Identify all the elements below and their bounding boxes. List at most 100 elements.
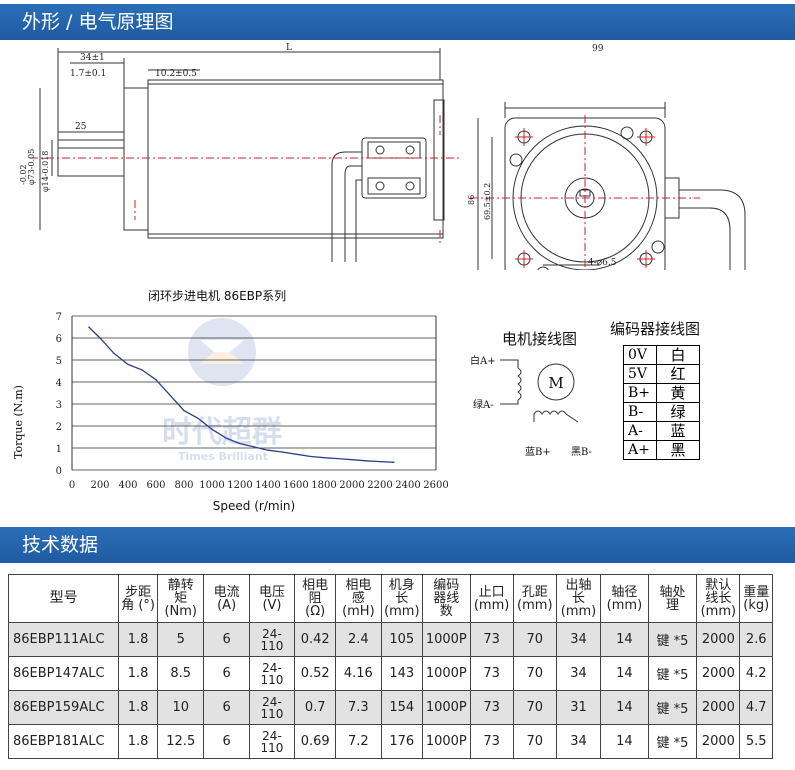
spec-cell: 1.8 [118, 690, 159, 725]
chart-y-tick-label: 1 [56, 444, 62, 455]
spec-cell: 73 [469, 724, 514, 759]
spec-cell: 14 [600, 690, 649, 725]
spec-cell: 1.8 [118, 724, 159, 759]
encoder-signal: 0V [623, 345, 657, 365]
spec-header-line: 长 [572, 591, 586, 606]
spec-cell: 73 [469, 622, 514, 657]
encoder-wire-color: 蓝 [656, 421, 700, 441]
spec-header-line: 孔距 [521, 584, 548, 600]
dim-99: 99 [592, 44, 604, 54]
spec-header-line: 重量 [743, 584, 770, 600]
spec-cell: 70 [512, 724, 557, 759]
chart-y-tick-label: 5 [56, 356, 62, 367]
section-header-specs: 技术数据 [0, 527, 795, 563]
spec-header-cell: 出轴长(mm) [555, 574, 602, 623]
section-header-outline: 外形 / 电气原理图 [0, 4, 795, 40]
spec-header-cell: 相电阻(Ω) [294, 574, 337, 623]
chart-x-tick-label: 2000 [339, 480, 364, 491]
spec-cell: 5.5 [739, 724, 773, 759]
spec-header-line: (Nm) [164, 604, 198, 619]
spec-cell: 6 [203, 656, 250, 691]
spec-header-cell: 机身长(mm) [380, 574, 424, 623]
spec-header-line: (mm) [517, 597, 553, 613]
chart-y-tick-label: 6 [56, 334, 62, 345]
spec-cell: 2000 [696, 622, 741, 657]
chart-x-tick-label: 1400 [255, 480, 280, 491]
spec-header-line: 静转 [167, 578, 194, 593]
spec-header-cell: 轴径(mm) [600, 574, 649, 623]
spec-cell: 31 [555, 690, 602, 725]
encoder-wire-color: 白 [656, 345, 700, 365]
encoder-signal: 5V [623, 364, 657, 384]
torque-curve-point [169, 394, 171, 396]
model-cell: 86EBP147ALC [7, 656, 120, 691]
spec-cell: 键 *5 [647, 656, 698, 691]
chart-xlabel: Speed (r/min) [213, 499, 295, 513]
spec-cell: 34 [555, 724, 602, 759]
spec-header-line: 数 [439, 604, 453, 619]
spec-header-line: 步距 [125, 584, 152, 600]
spec-cell: 73 [469, 656, 514, 691]
spec-header-line: (mm) [700, 604, 737, 619]
torque-curve-point [239, 443, 241, 445]
torque-curve-point [267, 449, 269, 451]
spec-cell: 1000P [422, 690, 471, 725]
dim-86: 86 [467, 195, 476, 205]
chart-ylabel: Torque (N.m) [12, 385, 25, 459]
spec-header-line: 电流 [213, 584, 240, 600]
encoder-wire-color: 黑 [656, 440, 700, 460]
spec-cell: 1000P [422, 656, 471, 691]
spec-header-line: (V) [262, 597, 282, 613]
spec-cell: 34 [555, 656, 602, 691]
spec-cell: 6 [203, 622, 250, 657]
spec-header-cell: 步距角 (°) [118, 574, 159, 623]
chart-y-tick-label: 4 [56, 378, 62, 389]
encoder-signal: A- [623, 421, 657, 441]
chart-x-tick-label: 800 [174, 480, 193, 491]
outline-drawing: 34±1 1.7±0.1 10.2±0.5 L 25 99 4-⌀6.5 φ73… [0, 40, 795, 280]
wiring-diagrams: 电机接线图 编码器接线图 白A+ 绿A- M 蓝B+ 黑B- [470, 282, 795, 522]
spec-cell: 176 [380, 724, 424, 759]
motor-body-side [147, 79, 444, 239]
chart-x-tick-label: 600 [146, 480, 165, 491]
dim-10-2: 10.2±0.5 [155, 69, 197, 79]
spec-header-line: 长 [395, 591, 409, 606]
spec-header-cell: 止口(mm) [469, 574, 514, 623]
spec-cell: 105 [380, 622, 424, 657]
encoder-signal: B+ [623, 383, 657, 403]
spec-header-line: 型号 [49, 590, 78, 606]
spec-header-line: (kg) [743, 597, 770, 613]
spec-header-line: 线长 [705, 591, 732, 606]
model-cell: 86EBP111ALC [7, 622, 120, 657]
chart-x-tick-label: 1000 [199, 480, 224, 491]
spec-header-line: 相电 [345, 578, 372, 593]
torque-curve-point [281, 451, 283, 453]
wire-green-a: 绿A- [473, 398, 494, 411]
torque-curve-point [393, 461, 395, 463]
spec-cell: 1.8 [118, 622, 159, 657]
chart-y-tick-label: 2 [56, 422, 62, 433]
torque-curve-point [113, 352, 115, 354]
spec-header-line: (mm) [384, 604, 420, 619]
spec-header-line: 默认 [705, 578, 732, 593]
spec-cell: 2000 [696, 724, 741, 759]
spec-header-line: 机身 [388, 578, 415, 593]
chart-x-tick-label: 1600 [283, 480, 308, 491]
model-cell: 86EBP159ALC [7, 690, 120, 725]
spec-header-row: 型号步距角 (°)静转矩(Nm)电流(A)电压(V)相电阻(Ω)相电感(mH)机… [7, 574, 773, 623]
dim-14: φ14-0.018 [41, 151, 50, 192]
spec-cell: 2.6 [739, 622, 773, 657]
section-title: 外形 / 电气原理图 [22, 11, 174, 33]
motor-wiring-svg: 电机接线图 编码器接线图 白A+ 绿A- M 蓝B+ 黑B- [470, 320, 700, 458]
chart-x-tick-label: 2600 [423, 480, 448, 491]
spec-header-cell: 孔距(mm) [512, 574, 557, 623]
chart-x-tick-label: 2200 [367, 480, 392, 491]
spec-header-line: 轴径 [611, 584, 638, 600]
spec-cell: 143 [380, 656, 424, 691]
chart-y-tick-label: 3 [56, 400, 62, 411]
spec-header-line: 相电 [302, 578, 329, 593]
spec-header-line: 止口 [478, 584, 505, 600]
section-title: 技术数据 [22, 534, 99, 556]
